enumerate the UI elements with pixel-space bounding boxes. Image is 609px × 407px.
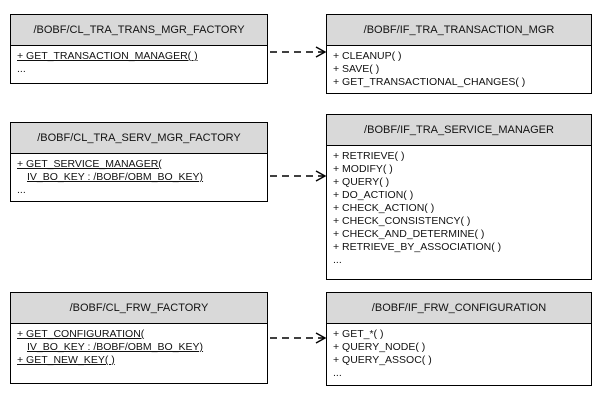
class-operations: + GET_SERVICE_MANAGER( IV_BO_KEY : /BOBF… [11,154,267,200]
interface-operations: + RETRIEVE( ) + MODIFY( ) + QUERY( ) + D… [327,146,591,270]
ellipsis: ... [333,254,342,266]
class-name: /BOBF/CL_TRA_TRANS_MGR_FACTORY [11,15,267,46]
operation: + GET_*( ) [333,328,384,340]
interface-operations: + CLEANUP( ) + SAVE( ) + GET_TRANSACTION… [327,46,591,93]
operation: + MODIFY( ) [333,163,393,175]
operation: + GET_TRANSACTION_MANAGER( ) [17,50,198,62]
operation: + CHECK_CONSISTENCY( ) [333,215,471,227]
operation: + QUERY_NODE( ) [333,341,426,353]
class-operations: + GET_TRANSACTION_MANAGER( ) ... [11,46,267,79]
interface-box-frw-configuration: /BOBF/IF_FRW_CONFIGURATION + GET_*( ) + … [326,292,592,386]
ellipsis: ... [333,367,342,379]
operation: + GET_TRANSACTIONAL_CHANGES( ) [333,76,526,88]
dependency-arrow-head [315,170,327,182]
operation: + CHECK_ACTION( ) [333,202,435,214]
ellipsis: ... [17,63,26,75]
operation: + DO_ACTION( ) [333,189,414,201]
class-box-trans-mgr-factory: /BOBF/CL_TRA_TRANS_MGR_FACTORY + GET_TRA… [10,14,268,84]
operation-param: IV_BO_KEY : /BOBF/OBM_BO_KEY) [27,171,204,183]
operation: + SAVE( ) [333,63,380,75]
operation: + GET_SERVICE_MANAGER( [17,158,162,170]
operation: + GET_CONFIGURATION( [17,328,145,340]
ellipsis: ... [17,184,26,196]
interface-name: /BOBF/IF_TRA_TRANSACTION_MGR [327,15,591,46]
interface-box-service-manager: /BOBF/IF_TRA_SERVICE_MANAGER + RETRIEVE(… [326,114,592,280]
operation: + RETRIEVE_BY_ASSOCIATION( ) [333,241,502,253]
operation: + QUERY_ASSOC( ) [333,354,432,366]
interface-operations: + GET_*( ) + QUERY_NODE( ) + QUERY_ASSOC… [327,324,591,383]
class-operations: + GET_CONFIGURATION( IV_BO_KEY : /BOBF/O… [11,324,267,371]
operation: + CLEANUP( ) [333,50,402,62]
operation: + GET_NEW_KEY( ) [17,354,115,366]
class-name: /BOBF/CL_TRA_SERV_MGR_FACTORY [11,123,267,154]
class-box-frw-factory: /BOBF/CL_FRW_FACTORY + GET_CONFIGURATION… [10,292,268,384]
dependency-arrow-head [315,46,327,58]
interface-name: /BOBF/IF_FRW_CONFIGURATION [327,293,591,324]
interface-name: /BOBF/IF_TRA_SERVICE_MANAGER [327,115,591,146]
interface-box-transaction-mgr: /BOBF/IF_TRA_TRANSACTION_MGR + CLEANUP( … [326,14,592,94]
operation: + RETRIEVE( ) [333,150,405,162]
operation: + QUERY( ) [333,176,390,188]
operation: + CHECK_AND_DETERMINE( ) [333,228,485,240]
operation-param: IV_BO_KEY : /BOBF/OBM_BO_KEY) [27,341,204,353]
class-box-serv-mgr-factory: /BOBF/CL_TRA_SERV_MGR_FACTORY + GET_SERV… [10,122,268,202]
dependency-arrow-head [315,332,327,344]
class-name: /BOBF/CL_FRW_FACTORY [11,293,267,324]
